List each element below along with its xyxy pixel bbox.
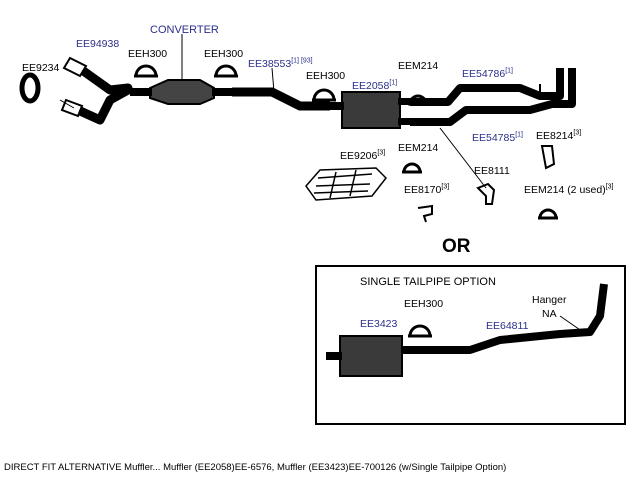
single-option-title: SINGLE TAILPIPE OPTION — [360, 276, 496, 288]
single-option-label-na: NA — [542, 308, 557, 320]
label-ee8111: EE8111 — [474, 165, 510, 177]
label-eeh300-c: EEH300 — [306, 70, 346, 82]
y-pipe — [73, 65, 133, 125]
label-ee8170: EE8170[3] — [404, 183, 450, 197]
label-eem214-b: EEM214 — [398, 142, 439, 154]
single-option-muffler-ee3423 — [326, 335, 403, 377]
heat-shield-ee9206 — [305, 167, 387, 201]
label-eeh300-b: EEH300 — [204, 48, 244, 60]
intermediate-pipe — [232, 87, 330, 111]
bracket-ee8214 — [540, 145, 556, 170]
label-ee54785: EE54785[1] — [472, 131, 524, 145]
ee9234-gasket — [19, 72, 41, 104]
muffler-ee2058 — [330, 91, 410, 129]
single-option-label-eeh300: EEH300 — [404, 298, 444, 310]
flange-upper — [62, 56, 88, 78]
label-ee38553: EE38553[1] [93] — [248, 57, 313, 71]
label-ee94938: EE94938 — [76, 38, 120, 50]
single-option-clamp-eeh300 — [408, 324, 432, 338]
clamp-eem214-3 — [538, 208, 558, 220]
label-eem214-a: EEM214 — [398, 60, 439, 72]
label-converter: CONVERTER — [150, 24, 219, 36]
single-option-tailpipe-ee64811 — [402, 283, 608, 354]
tailpipes — [410, 68, 576, 126]
label-eeh300-a: EEH300 — [128, 48, 168, 60]
bracket-ee8170 — [417, 204, 433, 223]
single-option-label-ee64811: EE64811 — [486, 320, 529, 332]
single-option-label-hanger: Hanger — [532, 294, 567, 306]
label-eem214-c: EEM214 (2 used)[3] — [524, 183, 614, 197]
label-ee2058: EE2058[1] — [352, 79, 398, 93]
label-ee9234: EE9234 — [22, 62, 60, 74]
or-separator: OR — [442, 236, 471, 257]
clamp-eeh300-1 — [134, 64, 158, 78]
converter — [130, 79, 232, 105]
diagram-caption: DIRECT FIT ALTERNATIVE Muffler... Muffle… — [4, 462, 507, 473]
label-ee8214: EE8214[3] — [536, 129, 582, 143]
label-ee9206: EE9206[3] — [340, 149, 386, 163]
label-ee54786: EE54786[1] — [462, 67, 514, 81]
hanger-ee8111 — [476, 182, 496, 205]
clamp-eeh300-2 — [214, 64, 238, 78]
single-tailpipe-option-panel — [315, 265, 626, 425]
clamp-eeh300-3 — [312, 88, 336, 102]
clamp-eem214-2 — [402, 162, 422, 174]
single-option-label-ee3423: EE3423 — [360, 318, 398, 330]
